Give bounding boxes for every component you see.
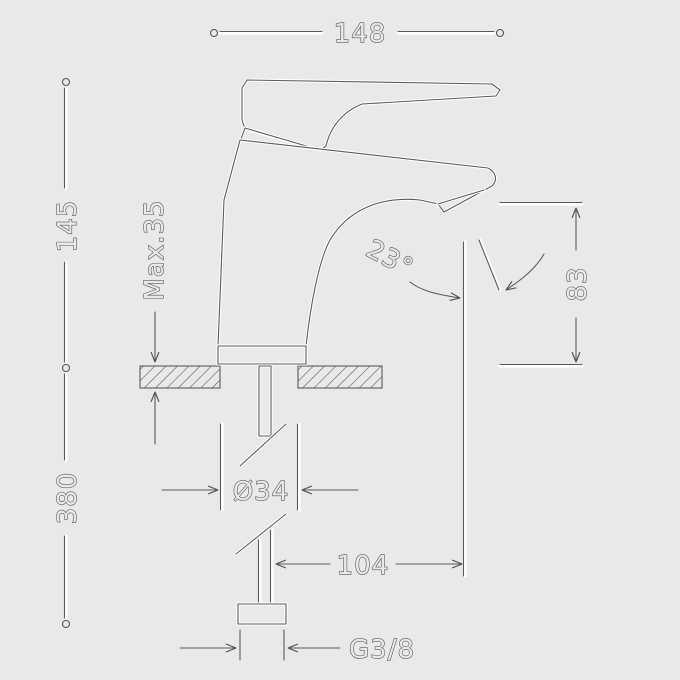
dimension-heights-left: 145 380 <box>52 77 84 629</box>
dim-endpoint-top <box>61 77 71 87</box>
dim-endpoint-bottom <box>61 619 71 629</box>
dim-endpoint-mid <box>61 363 71 373</box>
faucet-body <box>216 78 502 366</box>
dimension-connection: G3/8 <box>179 629 415 666</box>
dimension-width-148: 148 <box>209 18 505 50</box>
label-reach: 104 <box>337 551 390 581</box>
flex-hose <box>234 512 288 626</box>
dimension-max-deck: Max.35 <box>139 199 171 445</box>
dimension-hole-diameter: Ø34 <box>161 476 359 508</box>
label-max-deck: Max.35 <box>140 199 170 300</box>
dimension-reach: 104 <box>275 550 463 582</box>
dimension-angle: 23° <box>360 234 545 298</box>
dimension-spout-clearance: 83 <box>498 201 594 368</box>
dim-endpoint-right <box>495 28 505 38</box>
label-hole-diameter: Ø34 <box>233 477 290 507</box>
label-height-380: 380 <box>53 472 83 525</box>
faucet-shank <box>219 364 301 512</box>
reference-centerline <box>462 240 467 578</box>
label-spout-clearance: 83 <box>563 266 593 301</box>
deck-section <box>139 365 383 389</box>
label-width: 148 <box>334 19 387 49</box>
label-angle: 23° <box>361 234 418 284</box>
label-connection: G3/8 <box>349 635 415 665</box>
dim-endpoint-left <box>209 28 219 38</box>
label-height-145: 145 <box>53 200 83 253</box>
